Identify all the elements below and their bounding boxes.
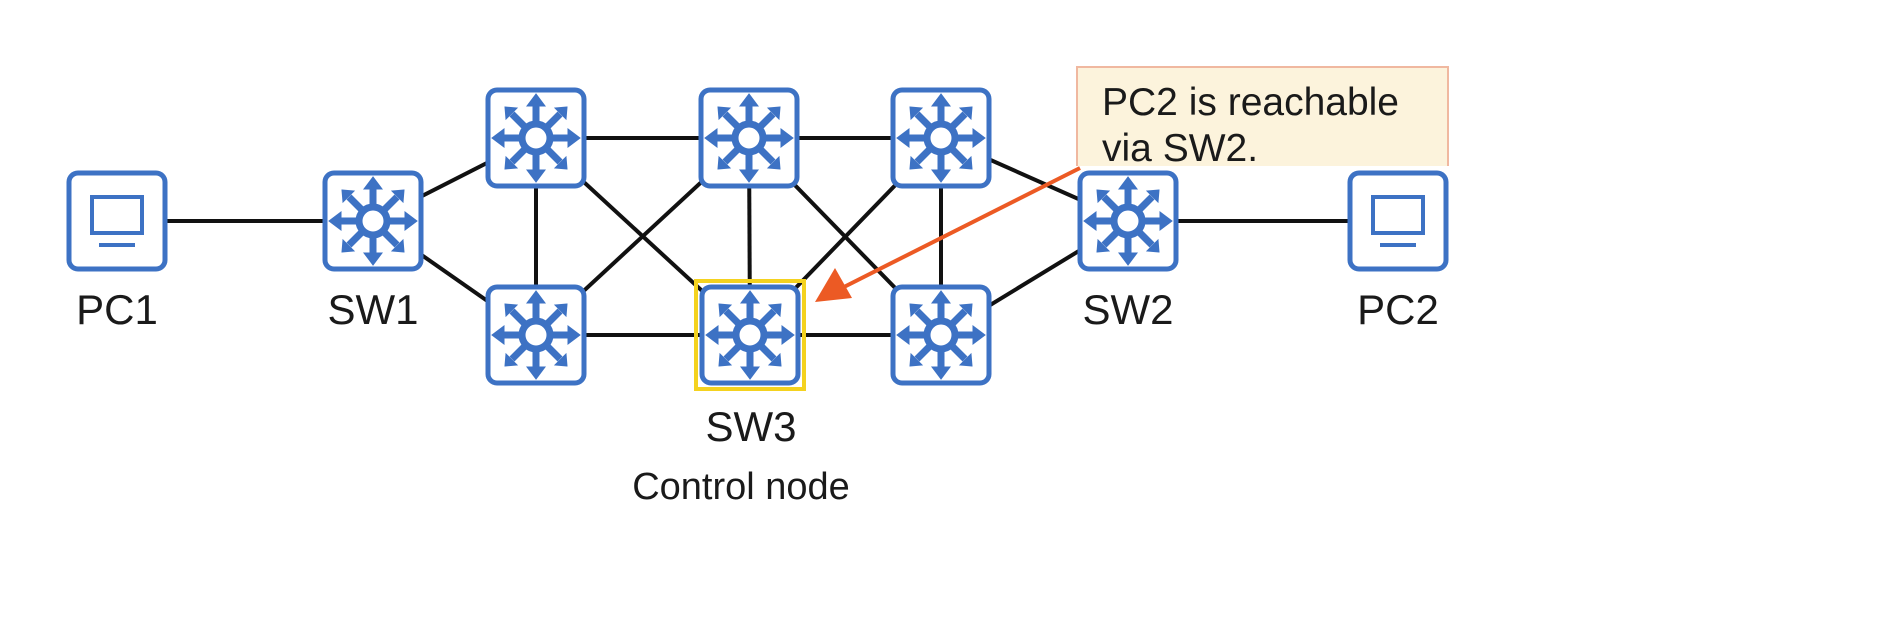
switch-icon — [705, 94, 793, 182]
sw1-label: SW1 — [327, 286, 419, 333]
callout-line-2: via SW2. — [1102, 127, 1259, 170]
selection-highlight — [694, 279, 806, 391]
sw3-label: SW3 — [705, 403, 797, 450]
pc1-label: PC1 — [76, 286, 158, 333]
callout-line-1: PC2 is reachable — [1102, 81, 1399, 124]
switch-icon — [1084, 177, 1172, 265]
switch-icon — [897, 94, 985, 182]
control-node-label: Control node — [632, 466, 850, 508]
pc2-label: PC2 — [1357, 286, 1439, 333]
switch-icon — [492, 291, 580, 379]
node-sw2[interactable] — [1077, 170, 1179, 272]
node-sw3[interactable] — [694, 279, 806, 391]
callout-box: PC2 is reachable via SW2. — [1076, 66, 1449, 170]
node-b3[interactable] — [890, 284, 992, 386]
monitor-icon — [1371, 195, 1425, 247]
arrow-line — [839, 166, 1081, 291]
node-t1[interactable] — [485, 87, 587, 189]
node-sw1[interactable] — [322, 170, 424, 272]
pc-frame — [1347, 170, 1449, 272]
switch-icon — [329, 177, 417, 265]
switch-icon — [492, 94, 580, 182]
pc-frame — [66, 170, 168, 272]
callout-arrow — [815, 166, 1081, 302]
sw2-label: SW2 — [1082, 286, 1174, 333]
node-pc1[interactable] — [66, 170, 168, 272]
switch-icon — [706, 291, 794, 379]
node-t2[interactable] — [698, 87, 800, 189]
nodes-layer — [66, 87, 1449, 391]
arrowhead-icon — [815, 268, 852, 302]
monitor-icon — [90, 195, 144, 247]
node-t3[interactable] — [890, 87, 992, 189]
node-b1[interactable] — [485, 284, 587, 386]
node-pc2[interactable] — [1347, 170, 1449, 272]
switch-icon — [897, 291, 985, 379]
